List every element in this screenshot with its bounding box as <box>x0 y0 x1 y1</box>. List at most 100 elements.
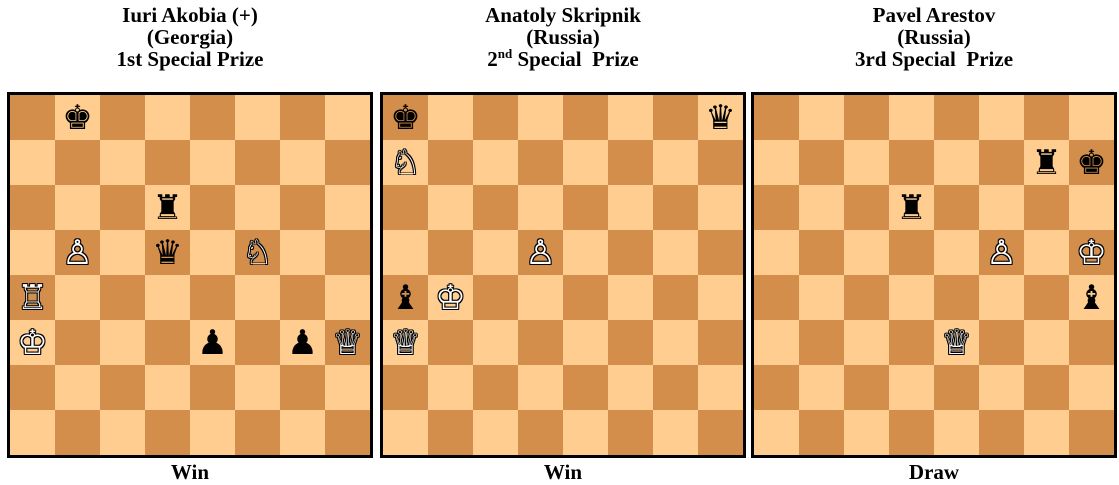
square-h7 <box>325 140 370 185</box>
square-f2 <box>979 365 1024 410</box>
white-king-icon: ♔ <box>1076 236 1106 270</box>
square-e1 <box>563 410 608 455</box>
square-d8 <box>145 95 190 140</box>
square-c4 <box>844 275 889 320</box>
square-e6 <box>563 185 608 230</box>
white-pawn-icon: ♙ <box>986 236 1016 270</box>
square-g2 <box>280 365 325 410</box>
square-b5: ♙ <box>55 230 100 275</box>
award-label: 1st Special Prize <box>5 48 375 70</box>
black-queen-icon: ♛ <box>705 101 735 135</box>
white-pawn-icon: ♙ <box>62 236 92 270</box>
square-f3 <box>235 320 280 365</box>
square-b1 <box>55 410 100 455</box>
square-b3 <box>428 320 473 365</box>
square-h3: ♕ <box>325 320 370 365</box>
square-b2 <box>55 365 100 410</box>
white-rook-icon: ♖ <box>17 281 47 315</box>
square-g3: ♟ <box>280 320 325 365</box>
square-b7 <box>799 140 844 185</box>
square-g4 <box>1024 275 1069 320</box>
square-c1 <box>844 410 889 455</box>
square-a7 <box>754 140 799 185</box>
square-a4: ♝ <box>383 275 428 320</box>
square-g5 <box>1024 230 1069 275</box>
square-c7 <box>100 140 145 185</box>
square-a6 <box>10 185 55 230</box>
award-ordinal-suffix: nd <box>498 46 512 61</box>
square-a2 <box>754 365 799 410</box>
square-g7: ♜ <box>1024 140 1069 185</box>
square-f6 <box>608 185 653 230</box>
square-h5 <box>698 230 743 275</box>
square-e8 <box>934 95 979 140</box>
square-c5 <box>844 230 889 275</box>
square-e4 <box>190 275 235 320</box>
composer-country: (Georgia) <box>5 26 375 48</box>
square-h1 <box>325 410 370 455</box>
square-c1 <box>473 410 518 455</box>
square-a7: ♘ <box>383 140 428 185</box>
square-a1 <box>754 410 799 455</box>
square-g6 <box>1024 185 1069 230</box>
composer-country: (Russia) <box>378 26 748 48</box>
square-f8 <box>608 95 653 140</box>
black-bishop-icon: ♝ <box>1076 281 1106 315</box>
composer-name: Iuri Akobia (+) <box>5 4 375 26</box>
black-rook-icon: ♜ <box>1031 146 1061 180</box>
square-f1 <box>235 410 280 455</box>
square-f5: ♘ <box>235 230 280 275</box>
square-g4 <box>280 275 325 320</box>
square-f7 <box>235 140 280 185</box>
square-c7 <box>473 140 518 185</box>
diagram-panel-3: Pavel Arestov (Russia) 3rd Special Prize… <box>749 0 1119 485</box>
white-knight-icon: ♘ <box>390 146 420 180</box>
square-b6 <box>428 185 473 230</box>
square-g7 <box>280 140 325 185</box>
diagram-caption: Iuri Akobia (+) (Georgia) 1st Special Pr… <box>5 4 375 70</box>
chessboard: ♚♛♘♙♝♔♕ <box>380 92 746 458</box>
square-d2 <box>889 365 934 410</box>
square-b4: ♔ <box>428 275 473 320</box>
square-g3 <box>1024 320 1069 365</box>
square-a8 <box>754 95 799 140</box>
square-c3 <box>100 320 145 365</box>
square-c2 <box>844 365 889 410</box>
square-h8 <box>325 95 370 140</box>
square-a2 <box>10 365 55 410</box>
square-h1 <box>698 410 743 455</box>
square-h6 <box>1069 185 1114 230</box>
square-d6: ♜ <box>145 185 190 230</box>
square-e6 <box>934 185 979 230</box>
square-h4 <box>698 275 743 320</box>
square-h7 <box>698 140 743 185</box>
square-e2 <box>563 365 608 410</box>
square-e3: ♕ <box>934 320 979 365</box>
square-g8 <box>1024 95 1069 140</box>
square-e5 <box>190 230 235 275</box>
square-b8: ♚ <box>55 95 100 140</box>
square-d3 <box>518 320 563 365</box>
square-g1 <box>1024 410 1069 455</box>
square-c6 <box>844 185 889 230</box>
square-e4 <box>934 275 979 320</box>
square-d8 <box>518 95 563 140</box>
square-e6 <box>190 185 235 230</box>
square-a1 <box>383 410 428 455</box>
result-label: Win <box>378 460 748 484</box>
square-c1 <box>100 410 145 455</box>
white-pawn-icon: ♙ <box>525 236 555 270</box>
square-b5 <box>428 230 473 275</box>
black-pawn-icon: ♟ <box>287 326 317 360</box>
square-f1 <box>979 410 1024 455</box>
diagram-caption: Anatoly Skripnik (Russia) 2nd Special Pr… <box>378 4 748 70</box>
square-g7 <box>653 140 698 185</box>
square-c2 <box>100 365 145 410</box>
square-b3 <box>799 320 844 365</box>
result-label: Draw <box>749 460 1119 484</box>
white-king-icon: ♔ <box>435 281 465 315</box>
square-e3: ♟ <box>190 320 235 365</box>
square-b2 <box>799 365 844 410</box>
square-e7 <box>934 140 979 185</box>
square-b7 <box>55 140 100 185</box>
